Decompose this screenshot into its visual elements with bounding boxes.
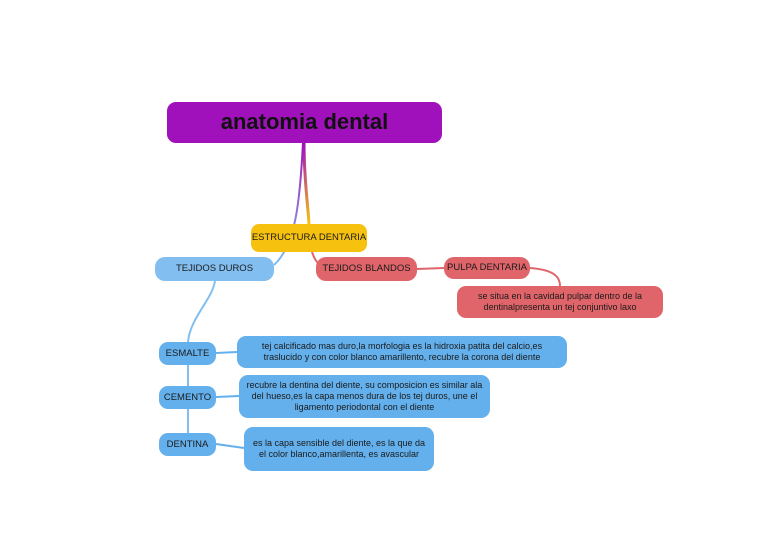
node-pulpa-description[interactable]: se situa en la cavidad pulpar dentro de …: [457, 286, 663, 318]
node-cemento-description[interactable]: recubre la dentina del diente, su compos…: [239, 375, 490, 418]
link-pulpa-desc: [529, 267, 561, 287]
root-topic[interactable]: anatomia dental: [167, 102, 442, 143]
link-esmalte-desc: [215, 351, 238, 354]
link-duros-trunk: [187, 280, 216, 433]
node-esmalte[interactable]: ESMALTE: [159, 342, 216, 365]
node-dentina[interactable]: DENTINA: [159, 433, 216, 456]
link-root-tejidos-duros: [273, 142, 304, 266]
link-dentina-desc: [215, 443, 245, 449]
link-root-estructura: [302, 142, 311, 225]
node-tejidos-duros[interactable]: TEJIDOS DUROS: [155, 257, 274, 281]
node-estructura-dentaria[interactable]: ESTRUCTURA DENTARIA: [251, 224, 367, 252]
node-esmalte-description[interactable]: tej calcificado mas duro,la morfologia e…: [237, 336, 567, 368]
link-blandos-pulpa: [416, 267, 445, 270]
node-cemento[interactable]: CEMENTO: [159, 386, 216, 409]
link-cemento-desc: [215, 395, 240, 398]
node-dentina-description[interactable]: es la capa sensible del diente, es la qu…: [244, 427, 434, 471]
node-pulpa-dentaria[interactable]: PULPA DENTARIA: [444, 257, 530, 279]
node-tejidos-blandos[interactable]: TEJIDOS BLANDOS: [316, 257, 417, 281]
